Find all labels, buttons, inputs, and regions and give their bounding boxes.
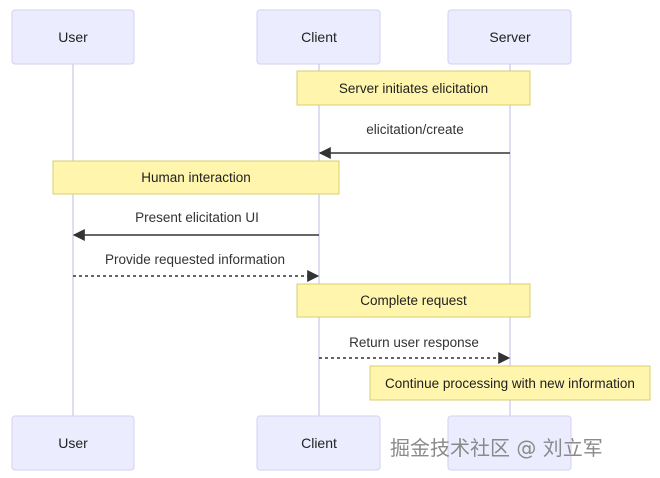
actor-user-top: User: [11, 9, 135, 65]
actor-server-top: Server: [447, 9, 572, 65]
note-complete-request: Complete request: [296, 283, 531, 318]
note-human-interaction-text: Human interaction: [141, 170, 251, 185]
note-continue-processing: Continue processing with new information: [369, 365, 651, 401]
actor-user-bottom-label: User: [58, 435, 88, 451]
message-present-ui: Present elicitation UI: [72, 210, 319, 241]
actor-client-top: Client: [256, 9, 381, 65]
message-provide-info: Provide requested information: [73, 252, 320, 282]
actor-client-bottom-label: Client: [301, 435, 337, 451]
message-elicitation-create-label: elicitation/create: [366, 122, 464, 137]
message-elicitation-create: elicitation/create: [318, 122, 510, 159]
message-present-ui-label: Present elicitation UI: [135, 210, 259, 225]
note-server-initiates-text: Server initiates elicitation: [339, 81, 488, 96]
note-human-interaction: Human interaction: [52, 160, 340, 195]
message-provide-info-label: Provide requested information: [105, 252, 285, 267]
actor-server-bottom: [447, 415, 572, 471]
message-return-response-label: Return user response: [349, 335, 479, 350]
note-continue-processing-text: Continue processing with new information: [385, 376, 635, 391]
actor-client-top-label: Client: [301, 29, 337, 45]
watermark: 掘金技术社区 @ 刘立军: [390, 436, 603, 460]
actor-server-top-label: Server: [489, 29, 531, 45]
note-server-initiates: Server initiates elicitation: [296, 70, 531, 106]
actor-client-bottom: Client: [256, 415, 381, 471]
note-complete-request-text: Complete request: [360, 293, 467, 308]
message-return-response: Return user response: [319, 335, 511, 364]
actor-user-top-label: User: [58, 29, 88, 45]
actor-user-bottom: User: [11, 415, 135, 471]
